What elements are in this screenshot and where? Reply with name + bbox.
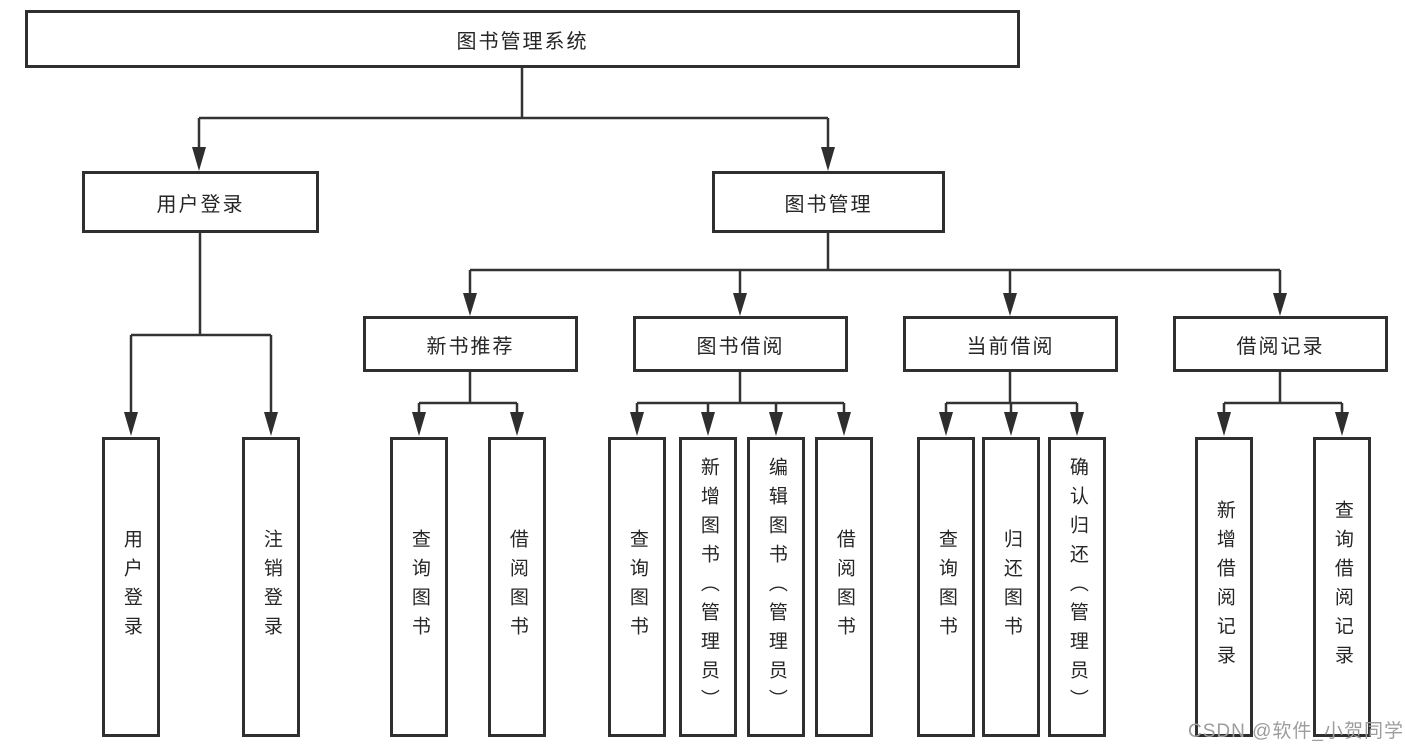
leaf-label: 查询图书 <box>935 529 957 645</box>
connector-current-borrow-to-leaves <box>939 372 1084 436</box>
leaf-label: 查询借阅记录 <box>1331 500 1353 674</box>
leaf-logout: 注销登录 <box>242 437 300 737</box>
csdn-watermark: CSDN @软件_小贺同学 <box>1188 721 1404 742</box>
leaf-label: 借阅图书 <box>833 529 855 645</box>
leaf-current-return-books: 归还图书 <box>982 437 1040 737</box>
leaf-label: 查询图书 <box>408 529 430 645</box>
leaf-newbooks-query-books: 查询图书 <box>390 437 448 737</box>
leaf-borrowing-query-books: 查询图书 <box>608 437 666 737</box>
leaf-label: 查询图书 <box>626 529 648 645</box>
leaf-borrowing-borrow-books: 借阅图书 <box>815 437 873 737</box>
leaf-label: 用户登录 <box>120 529 142 645</box>
connector-user-login-to-leaves <box>124 233 278 436</box>
leaf-current-query-books: 查询图书 <box>917 437 975 737</box>
connector-book-borrow-to-leaves <box>630 372 851 436</box>
leaf-current-confirm-return-admin: 确认归还（管理员） <box>1048 437 1106 737</box>
node-current-borrowing: 当前借阅 <box>903 316 1118 372</box>
connector-borrow-records-to-leaves <box>1217 372 1349 436</box>
leaf-label: 注销登录 <box>260 529 282 645</box>
leaf-label: 编辑图书（管理员） <box>765 456 787 718</box>
leaf-label: 新增借阅记录 <box>1213 500 1235 674</box>
node-borrow-records: 借阅记录 <box>1173 316 1388 372</box>
node-user-login: 用户登录 <box>82 171 319 233</box>
connector-new-books-to-leaves <box>412 372 524 436</box>
connector-book-mgmt-to-level3 <box>463 233 1287 316</box>
leaf-borrowing-add-books-admin: 新增图书（管理员） <box>679 437 737 737</box>
node-new-book-recommend: 新书推荐 <box>363 316 578 372</box>
node-book-management: 图书管理 <box>712 171 945 233</box>
leaf-newbooks-borrow-books: 借阅图书 <box>488 437 546 737</box>
connector-root-to-level2 <box>192 68 835 171</box>
leaf-records-add-record: 新增借阅记录 <box>1195 437 1253 737</box>
leaf-label: 确认归还（管理员） <box>1066 456 1088 718</box>
leaf-borrowing-edit-books-admin: 编辑图书（管理员） <box>747 437 805 737</box>
leaf-records-query-record: 查询借阅记录 <box>1313 437 1371 737</box>
leaf-label: 借阅图书 <box>506 529 528 645</box>
node-book-borrowing: 图书借阅 <box>633 316 848 372</box>
node-root-system: 图书管理系统 <box>25 10 1020 68</box>
leaf-label: 新增图书（管理员） <box>697 456 719 718</box>
leaf-label: 归还图书 <box>1000 529 1022 645</box>
leaf-user-login: 用户登录 <box>102 437 160 737</box>
